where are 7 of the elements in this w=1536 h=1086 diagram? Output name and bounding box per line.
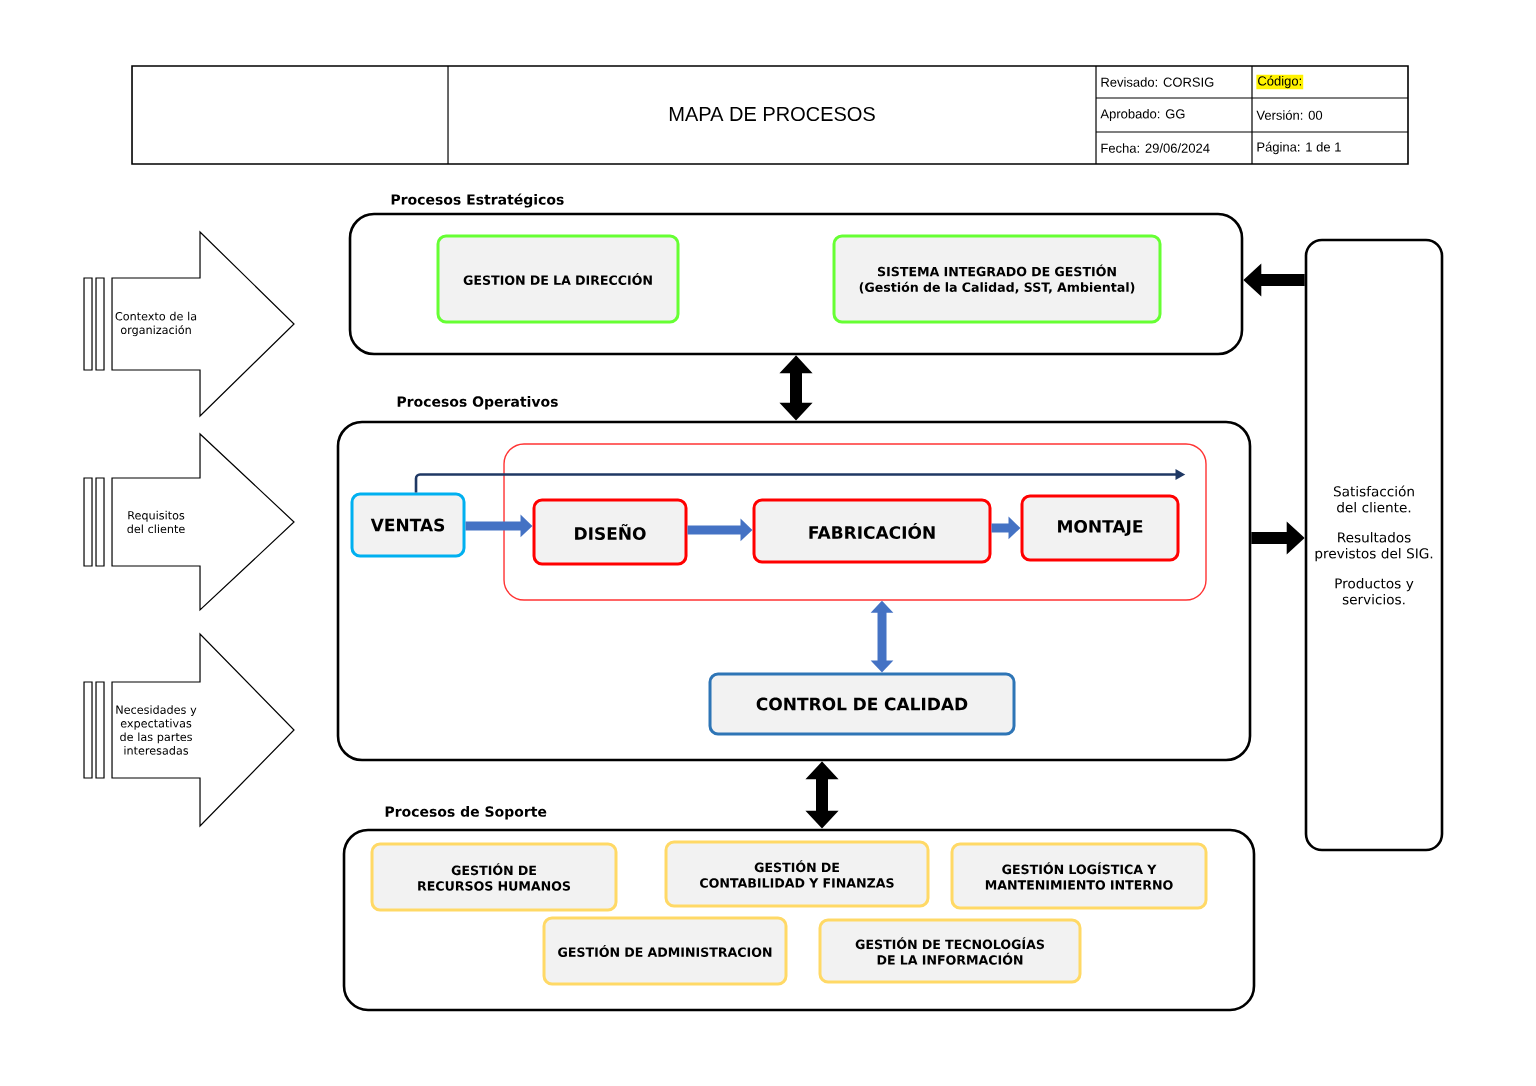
- group-frame: [503, 443, 1207, 601]
- process-box: FABRICACIÓN: [752, 498, 992, 564]
- title: MAPA DE PROCESOS: [669, 106, 875, 122]
- process-box: VENTAS: [350, 492, 466, 558]
- process-box: MONTAJE: [1020, 494, 1180, 562]
- process-box: DISEÑO: [532, 498, 688, 566]
- process-box: CONTROL DE CALIDAD: [708, 672, 1016, 736]
